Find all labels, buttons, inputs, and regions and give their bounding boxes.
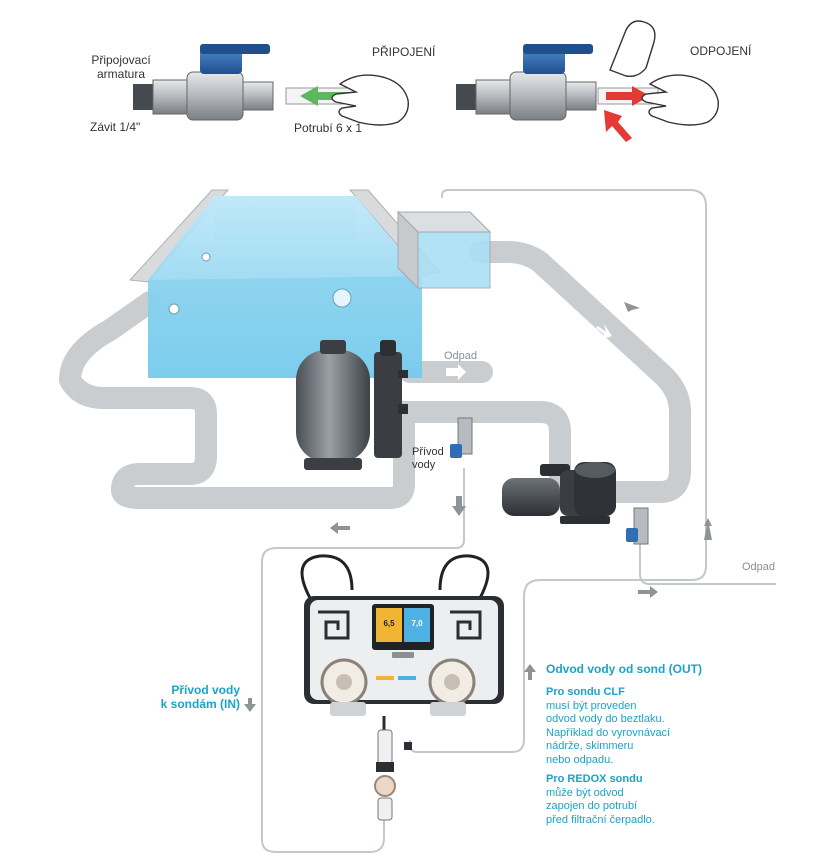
arrow-up-out (524, 664, 536, 680)
sample-tubing (261, 189, 776, 853)
display-rx-tile (404, 608, 430, 642)
pool-inlet-nozzle (201, 252, 211, 262)
direction-arrows (244, 302, 712, 712)
hand-pull-icon (641, 74, 719, 126)
pool-floor-drain (332, 288, 352, 308)
filtration-pump (502, 462, 616, 524)
fitting-thread (133, 84, 153, 110)
greek-key-pattern (318, 610, 482, 640)
fitting-label-line2: armatura (96, 67, 146, 81)
probe-out-title: Odvod vody od sond (OUT) (546, 662, 702, 676)
water-supply-label: Přívod vody (412, 446, 444, 472)
redox-note-line: Pro REDOX sondu (546, 773, 643, 785)
clf-note: Pro sondu CLF musí být proveden odvod vo… (546, 686, 670, 767)
probe-holder (374, 716, 412, 821)
green-arrow (300, 86, 348, 106)
arrow-return-pipe (596, 324, 612, 340)
clf-note-line: musí být proveden (546, 699, 637, 712)
arrow-drain (446, 364, 466, 380)
redox-note-line: před filtrační čerpadlo. (546, 813, 655, 826)
hand-push-icon (331, 74, 409, 126)
clf-note-line: nebo odpadu. (546, 753, 614, 766)
disconnect-title: ODPOJENÍ (690, 44, 752, 58)
water-supply-line1: Přívod (412, 446, 444, 458)
red-arrow-press (604, 110, 632, 142)
arrow-down-supply (452, 496, 466, 516)
fitting-label-line1: Připojovací (91, 53, 151, 67)
clf-note-line: Pro sondu CLF (546, 686, 625, 698)
finger-press-icon (609, 20, 656, 78)
flow-arrows (446, 324, 612, 380)
drain-top-label: Odpad (444, 350, 478, 362)
arrow-left-tube (330, 522, 350, 534)
tube-label: Potrubí 6 x 1 (294, 121, 363, 135)
redox-note-line: zapojen do potrubí (546, 800, 638, 812)
flow-sensor (374, 775, 396, 797)
connect-title: PŘIPOJENÍ (372, 45, 436, 59)
arrow-right-drain (638, 586, 658, 598)
disconnect-fitting-illustration (456, 20, 719, 142)
display-value-ph: 6,5 (383, 619, 395, 628)
clf-note-line: Například do vyrovnávací (546, 726, 671, 739)
connect-fitting-illustration (133, 44, 409, 126)
display-value-rx: 7,0 (411, 619, 423, 628)
drain-right-label: Odpad (742, 561, 776, 573)
redox-note: Pro REDOX sondu může být odvod zapojen d… (546, 773, 655, 827)
thread-label: Závit 1/4" (90, 120, 141, 134)
clf-note-line: nádrže, skimmeru (546, 740, 634, 752)
clf-note-line: odvod vody do beztlaku. (546, 713, 665, 725)
balance-tank (396, 210, 492, 290)
probe-in-label: Přívod vody k sondám (IN) (160, 683, 240, 711)
supply-tap-valve (450, 417, 473, 458)
fitting-label: Připojovací armatura (86, 53, 156, 81)
return-tap-valve (626, 507, 649, 545)
arrow-up-right (624, 302, 640, 312)
probe-in-line1: Přívod vody (171, 683, 240, 697)
dosing-station: 6,5 7,0 (300, 554, 504, 716)
arrow-down-in (244, 698, 256, 712)
multiport-valve (374, 352, 402, 458)
display-ph-tile (376, 608, 402, 642)
red-arrow-pull (606, 86, 650, 106)
probe-in-line2: k sondám (IN) (160, 697, 240, 711)
pool-basin (128, 189, 441, 378)
power-cable (300, 554, 354, 599)
redox-note-line: může být odvod (546, 786, 624, 799)
water-supply-line2: vody (412, 459, 436, 471)
sand-filter (296, 340, 408, 470)
